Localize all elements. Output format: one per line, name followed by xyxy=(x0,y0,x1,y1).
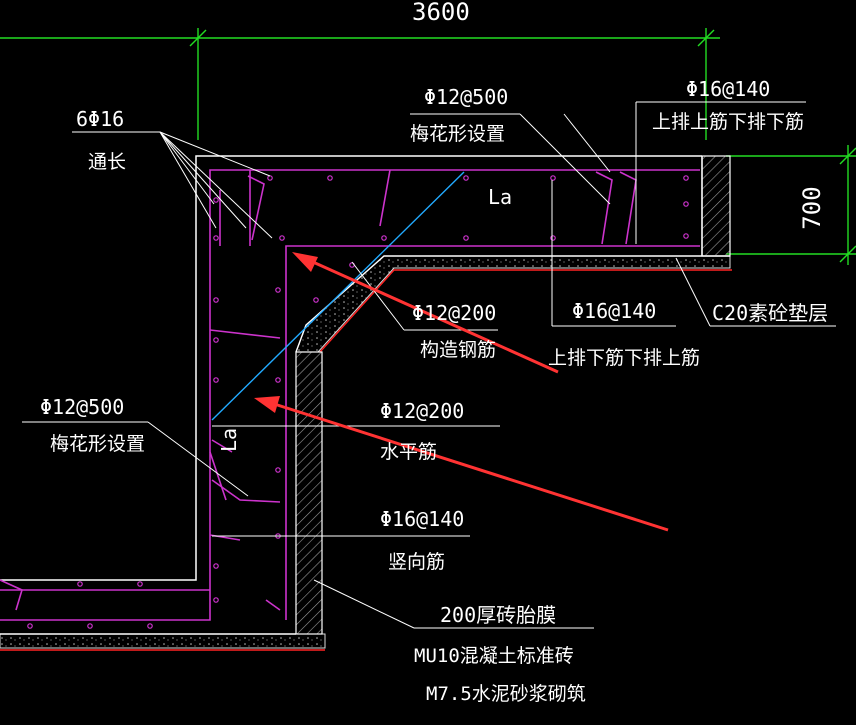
label-anchor-left: La xyxy=(217,428,241,452)
dim-tick-left xyxy=(189,29,207,47)
anchorage-line xyxy=(211,171,465,421)
label-vertical-bars-note: 竖向筋 xyxy=(388,551,445,573)
annotation-labels: 6Φ16 通长 Φ12@500 梅花形设置 Φ16@140 上排上筋下排下筋 L… xyxy=(40,77,828,705)
dim-tick-bottom xyxy=(839,245,856,263)
label-top-bars-note: 通长 xyxy=(88,151,126,173)
label-mortar-spec: M7.5水泥砂浆砌筑 xyxy=(426,683,586,705)
concrete-outline xyxy=(0,155,703,635)
dim-top-width: 3600 xyxy=(412,0,470,26)
label-slab-bottom-bars-note: 上排下筋下排上筋 xyxy=(548,347,700,369)
label-top-bars-count: 6Φ16 xyxy=(76,107,124,131)
dim-tick-right xyxy=(697,29,715,47)
label-slab-top-bars-note: 上排上筋下排下筋 xyxy=(652,111,804,133)
label-construct-bars: Φ12@200 xyxy=(412,301,496,325)
label-vertical-bars: Φ16@140 xyxy=(380,507,464,531)
dim-tick-top xyxy=(839,147,856,165)
rebar-cage xyxy=(0,169,700,621)
dimension-group xyxy=(0,28,856,265)
label-slab-top-bars: Φ16@140 xyxy=(686,77,770,101)
leader-lines xyxy=(22,101,836,629)
label-brick-membrane: 200厚砖胎膜 xyxy=(440,603,556,627)
label-slab-bottom-bars: Φ16@140 xyxy=(572,299,656,323)
label-plum-spacing-left: Φ12@500 xyxy=(40,395,124,419)
label-brick-spec: MU10混凝土标准砖 xyxy=(414,645,574,667)
dim-right-height: 700 xyxy=(798,186,826,229)
brick-membrane xyxy=(295,155,731,635)
red-arrow-icon xyxy=(254,252,669,532)
label-horizontal-bars-note: 水平筋 xyxy=(380,441,437,463)
rebar-dots xyxy=(27,175,689,629)
label-construct-bars-note: 构造钢筋 xyxy=(420,339,496,361)
label-anchor-top: La xyxy=(488,185,512,209)
label-plum-spacing-left-note: 梅花形设置 xyxy=(50,433,145,455)
label-cushion-layer: C20素砼垫层 xyxy=(712,301,828,325)
label-horizontal-bars: Φ12@200 xyxy=(380,399,464,423)
cushion-layer xyxy=(0,255,732,651)
label-plum-spacing-top: Φ12@500 xyxy=(424,85,508,109)
label-plum-spacing-top-note: 梅花形设置 xyxy=(410,123,505,145)
